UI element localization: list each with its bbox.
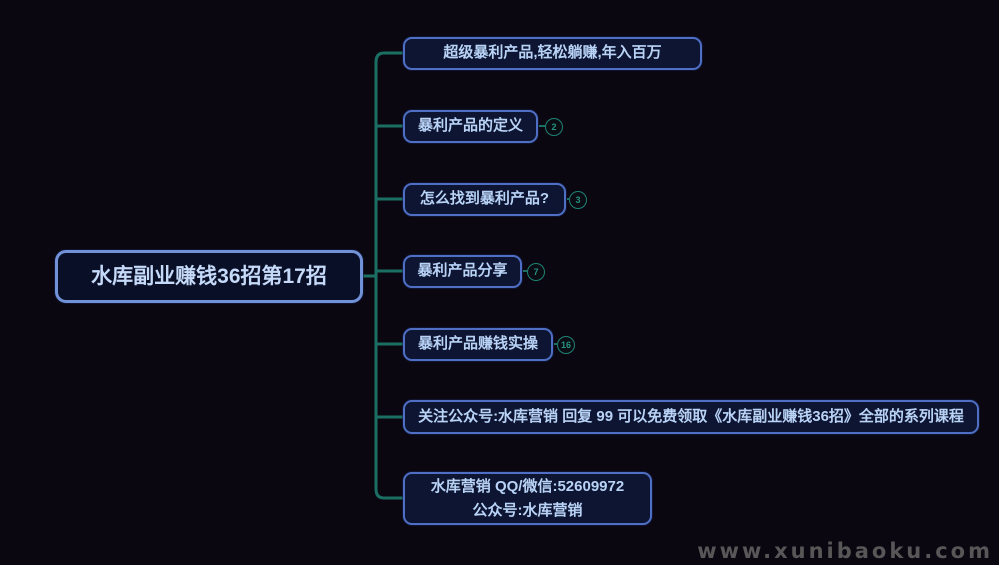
collapsed-count-badge[interactable]: 3: [569, 191, 587, 209]
branch-node-definition[interactable]: 暴利产品的定义: [403, 110, 538, 143]
badge-number: 3: [575, 195, 581, 205]
branch-node-contact-info[interactable]: 水库营销 QQ/微信:52609972 公众号:水库营销: [403, 472, 652, 525]
branch-node-label: 暴利产品赚钱实操: [417, 335, 538, 353]
site-watermark: www.xunibaoku.com: [697, 539, 993, 563]
collapsed-count-badge[interactable]: 16: [557, 336, 575, 354]
root-node[interactable]: 水库副业赚钱36招第17招: [55, 250, 363, 303]
contact-line-account: 公众号:水库营销: [472, 501, 583, 519]
badge-number: 7: [533, 267, 539, 277]
branch-node-label: 怎么找到暴利产品?: [419, 190, 550, 208]
trunk-line: [374, 51, 403, 500]
branch-node-label: 暴利产品的定义: [417, 117, 523, 135]
branch-node-product-share[interactable]: 暴利产品分享: [403, 255, 522, 288]
collapsed-count-badge[interactable]: 7: [527, 263, 545, 281]
badge-number: 16: [560, 340, 571, 350]
branch-node-label: 超级暴利产品,轻松躺赚,年入百万: [443, 44, 662, 62]
branch-node-label: 关注公众号:水库营销 回复 99 可以免费领取《水库副业赚钱36招》全部的系列课…: [418, 407, 964, 425]
root-node-label: 水库副业赚钱36招第17招: [91, 264, 327, 288]
collapsed-count-badge[interactable]: 2: [545, 118, 563, 136]
branch-node-money-practice[interactable]: 暴利产品赚钱实操: [403, 328, 553, 361]
contact-line-qq: 水库营销 QQ/微信:52609972: [430, 478, 625, 496]
badge-number: 2: [551, 122, 557, 132]
branch-node-follow-official-account[interactable]: 关注公众号:水库营销 回复 99 可以免费领取《水库副业赚钱36招》全部的系列课…: [403, 400, 979, 434]
branch-node-label: 暴利产品分享: [417, 262, 508, 280]
branch-node-how-to-find[interactable]: 怎么找到暴利产品?: [403, 183, 566, 216]
branch-node-super-profit-product[interactable]: 超级暴利产品,轻松躺赚,年入百万: [403, 37, 702, 70]
